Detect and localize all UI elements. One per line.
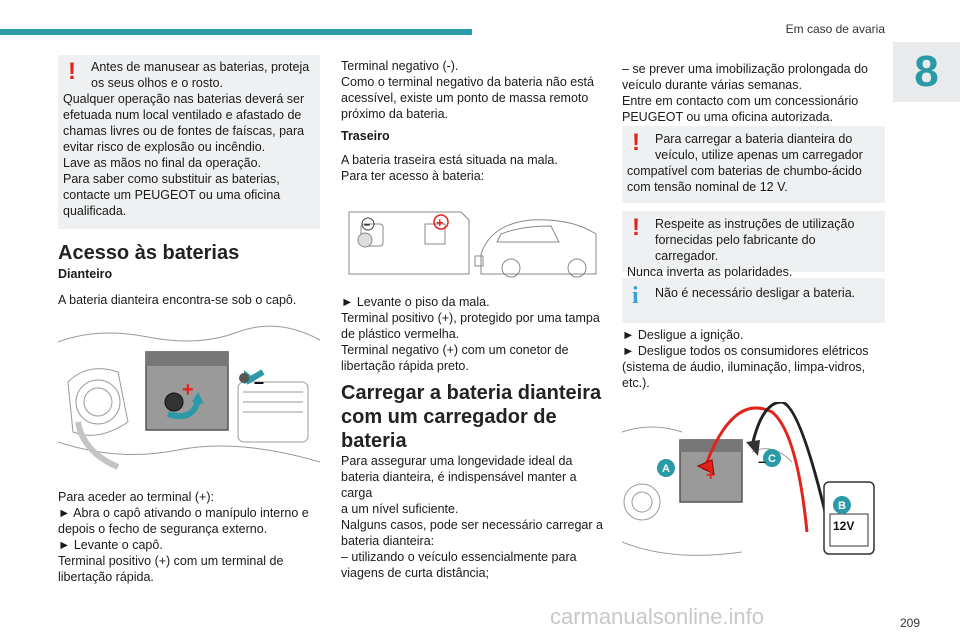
header-accent-bar [0, 29, 472, 35]
charger-warning-box: ! Para carregar a bateria dianteira do v… [622, 126, 885, 203]
text-line: PEUGEOT ou uma oficina autorizada. [622, 110, 833, 124]
warning-line: Qualquer operação nas baterias deverá se… [63, 92, 305, 106]
text-line: compatível com baterias de chumbo-ácido [627, 164, 862, 178]
text-line: Para carregar a bateria dianteira do [655, 132, 853, 146]
section-title: Em caso de avaria [785, 22, 885, 36]
polarity-warning-box: ! Respeite as instruções de utilização f… [622, 211, 885, 279]
text-line: ► Desligue a ignição. [622, 328, 744, 342]
minus-sign: – [364, 219, 370, 231]
negative-terminal-text: Terminal negativo (-). Como o terminal n… [341, 58, 603, 122]
front-access-text: Para aceder ao terminal (+): ► Abra o ca… [58, 489, 320, 585]
text-line: Como o terminal negativo da bateria não … [341, 75, 594, 89]
text-line: bateria dianteira: [341, 534, 435, 548]
front-battery-intro: A bateria dianteira encontra-se sob o ca… [58, 293, 297, 307]
text-line: Entre em contacto com um concessionário [622, 94, 859, 108]
rear-battery-text: A bateria traseira está situada na mala.… [341, 152, 603, 184]
text-line: etc.). [622, 376, 650, 390]
text-line: de plástico vermelha. [341, 327, 460, 341]
text-line: fornecidas pelo fabricante do carregador… [655, 233, 816, 263]
text-line: – utilizando o veículo essencialmente pa… [341, 550, 577, 564]
label-a: A [662, 463, 670, 475]
warning-line: contacte um PEUGEOT ou uma oficina [63, 188, 281, 202]
minus-sign: – [758, 453, 766, 469]
warning-icon: ! [68, 58, 76, 85]
rear-battery-illustration: – + [348, 211, 597, 278]
warning-line: Antes de manusear as baterias, proteja [91, 60, 310, 74]
charger-connection-illustration: A B C 12V + – [622, 402, 875, 556]
text-line: Terminal positivo (+), protegido por uma… [341, 311, 600, 325]
text-line: ► Levante o piso da mala. [341, 295, 490, 309]
text-line: Nalguns casos, pode ser necessário carre… [341, 518, 603, 532]
subheading-dianteiro: Dianteiro [58, 267, 113, 281]
plus-sign: + [182, 379, 194, 401]
heading-acesso-baterias: Acesso às baterias [58, 242, 240, 264]
warning-icon: ! [632, 129, 640, 156]
text-line: libertação rápida. [58, 570, 154, 584]
text-line: com tensão nominal de 12 V. [627, 180, 788, 194]
text-line: ► Levante o capô. [58, 538, 163, 552]
warning-line: os seus olhos e o rosto. [91, 76, 224, 90]
warning-icon: ! [632, 214, 640, 241]
text-line: Não é necessário desligar a bateria. [655, 286, 856, 300]
chapter-number: 8 [893, 42, 960, 102]
front-battery-figure: + – [58, 322, 320, 472]
rear-battery-figure: – + [341, 194, 603, 280]
text-line: próximo da bateria. [341, 107, 449, 121]
heading-line: Carregar a bateria dianteira [341, 382, 602, 404]
text-line: Terminal negativo (+) com um conetor de [341, 343, 569, 357]
rear-terminals-text: ► Levante o piso da mala. Terminal posit… [341, 294, 603, 374]
voltage-label: 12V [833, 519, 854, 533]
text-line: – se prever uma imobilização prolongada … [622, 62, 868, 76]
subheading-traseiro: Traseiro [341, 129, 390, 143]
text-line: acessível, existe um ponto de massa remo… [341, 91, 589, 105]
plus-sign: + [706, 467, 715, 484]
text-line: a um nível suficiente. [341, 502, 459, 516]
label-c: C [768, 453, 776, 465]
warning-line: chamas livres ou de fontes de faíscas, p… [63, 124, 305, 138]
text-line: veículo, utilize apenas um carregador [655, 148, 863, 162]
info-box: i Não é necessário desligar a bateria. [622, 278, 885, 323]
text-line: depois o fecho de segurança externo. [58, 522, 268, 536]
text-line: Terminal positivo (+) com um terminal de [58, 554, 284, 568]
info-icon: i [632, 283, 639, 309]
text-line: Terminal negativo (-). [341, 59, 459, 73]
warning-line: Lave as mãos no final da operação. [63, 156, 262, 170]
heading-carregar-bateria: Carregar a bateria dianteira com um carr… [341, 381, 611, 453]
watermark: carmanualsonline.info [550, 604, 765, 629]
label-b: B [838, 500, 846, 512]
text-line: Para assegurar uma longevidade ideal da [341, 454, 573, 468]
text-line: libertação rápida preto. [341, 359, 469, 373]
warning-line: evitar risco de explosão ou incêndio. [63, 140, 266, 154]
warning-line: Para saber como substituir as baterias, [63, 172, 280, 186]
charging-intro-text: Para assegurar uma longevidade ideal da … [341, 453, 611, 581]
text-line: A bateria traseira está situada na mala. [341, 153, 558, 167]
charger-figure: A B C 12V + – [622, 402, 884, 570]
immobilization-text: – se prever uma imobilização prolongada … [622, 61, 884, 125]
text-line: Respeite as instruções de utilização [655, 217, 855, 231]
warning-line: qualificada. [63, 204, 127, 218]
plus-sign: + [436, 215, 444, 230]
heading-line: bateria [341, 430, 407, 452]
charging-steps: ► Desligue a ignição. ► Desligue todos o… [622, 327, 884, 391]
page-number: 209 [900, 616, 921, 630]
text-line: ► Abra o capô ativando o manípulo intern… [58, 506, 309, 520]
text-line: bateria dianteira, é indispensável mante… [341, 470, 577, 500]
text-line: (sistema de áudio, iluminação, limpa-vid… [622, 360, 866, 374]
text-line: ► Desligue todos os consumidores elétric… [622, 344, 869, 358]
minus-sign: – [254, 372, 264, 392]
text-line: Nunca inverta as polaridades. [627, 265, 793, 279]
text-line: veículo durante várias semanas. [622, 78, 802, 92]
text-line: Para ter acesso à bateria: [341, 169, 485, 183]
heading-line: com um carregador de [341, 406, 557, 428]
text-line: Para aceder ao terminal (+): [58, 490, 214, 504]
engine-bay-illustration: + – [58, 325, 320, 470]
warning-line: efetuada num local ventilado e afastado … [63, 108, 302, 122]
text-line: viagens de curta distância; [341, 566, 490, 580]
warning-box: ! Antes de manusear as baterias, proteja… [58, 55, 320, 229]
